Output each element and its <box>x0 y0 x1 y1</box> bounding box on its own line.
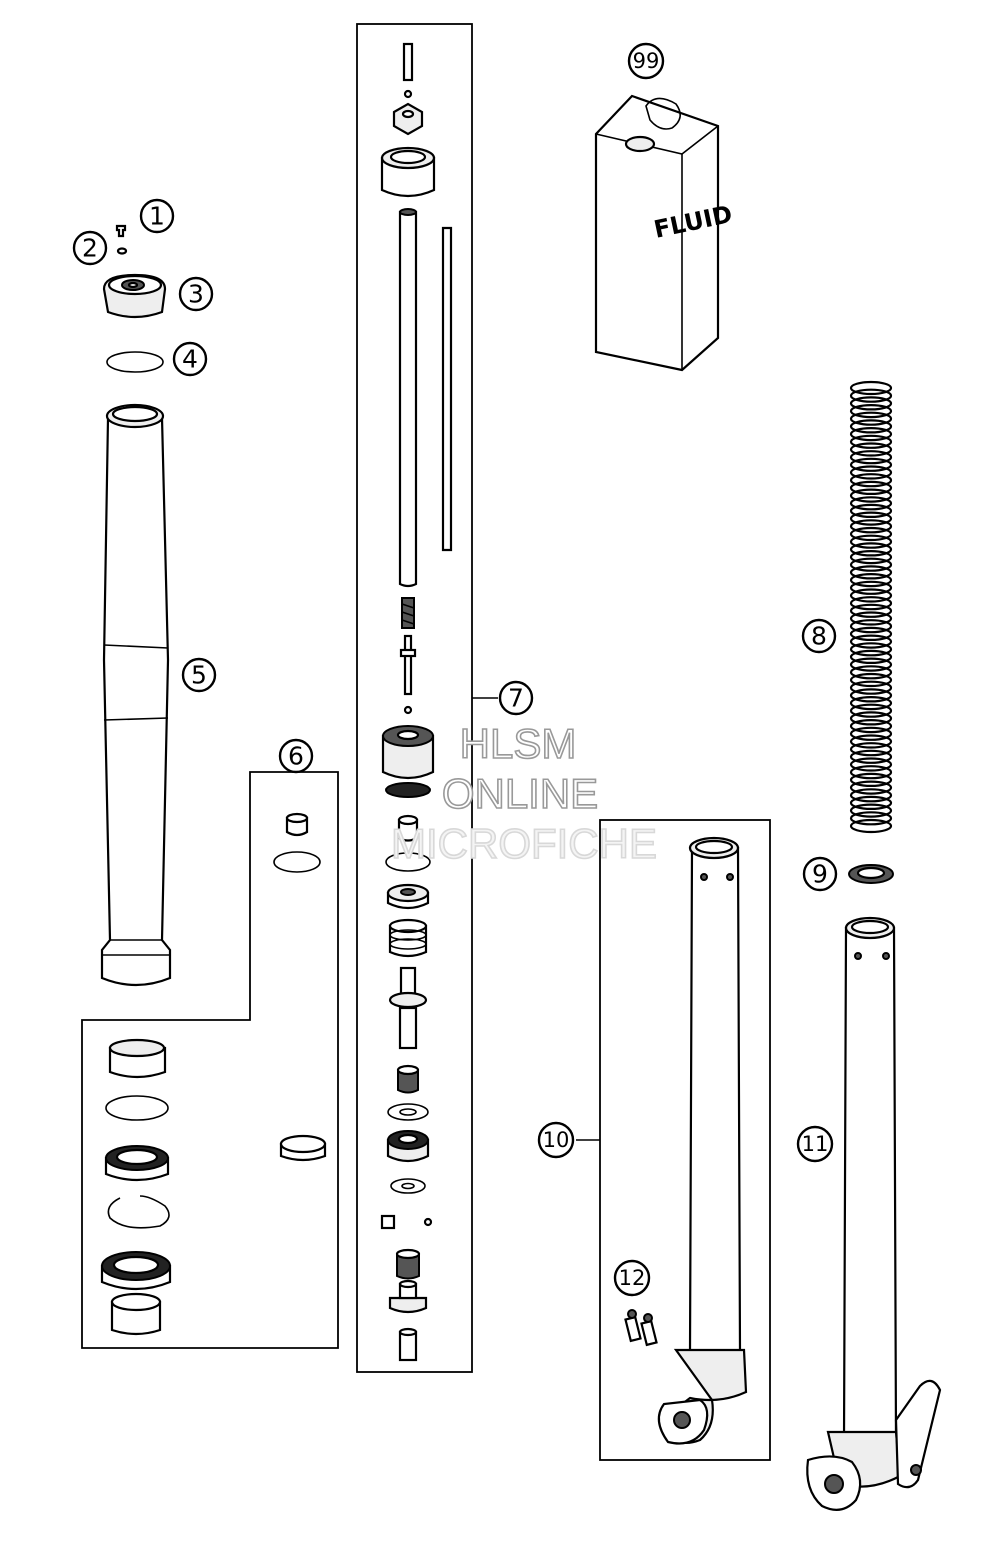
callout-4-label: 4 <box>182 345 198 374</box>
callout-12-label: 12 <box>619 1266 646 1290</box>
part-adjuster-needle <box>402 42 414 99</box>
part-screw <box>115 224 127 238</box>
callout-6-label: 6 <box>288 742 304 771</box>
callout-8: 8 <box>801 618 837 654</box>
part-spring-stack <box>388 918 428 958</box>
part-circlip <box>107 1195 170 1229</box>
callout-1-label: 1 <box>149 202 165 231</box>
callout-4: 4 <box>172 341 208 377</box>
part-bushing-upper <box>110 1292 162 1336</box>
part-bushing-ring <box>279 1134 327 1162</box>
part-small-bushing <box>380 1214 433 1230</box>
callout-5-label: 5 <box>191 661 207 690</box>
part-inner-tube-left <box>657 836 748 1445</box>
callout-3: 3 <box>178 276 214 312</box>
part-bushing-7 <box>397 814 419 842</box>
callout-8-label: 8 <box>811 622 827 651</box>
callout-6: 6 <box>278 738 314 774</box>
part-washer-7 <box>390 1178 426 1194</box>
watermark-line-3: MICROFICHE <box>391 820 657 867</box>
part-outer-tube <box>100 403 172 987</box>
part-compression-piston <box>381 725 435 798</box>
part-bottom-valve <box>388 1279 428 1314</box>
callout-99: 99 <box>627 42 665 80</box>
part-o-ring <box>106 351 164 373</box>
watermark: HLSM ONLINE MICROFICHE <box>390 719 658 868</box>
part-main-piston <box>386 1130 430 1163</box>
part-cap-housing <box>380 146 436 198</box>
part-seal-holder <box>386 883 430 910</box>
part-dust-seal <box>104 1145 170 1182</box>
part-rebound-valve <box>388 966 428 1050</box>
callout-3-label: 3 <box>188 280 204 309</box>
part-o-ring-7 <box>385 852 431 872</box>
callout-11-label: 11 <box>802 1132 829 1156</box>
callout-9: 9 <box>802 856 838 892</box>
part-washer-small <box>116 247 128 255</box>
callout-7-label: 7 <box>508 684 524 713</box>
part-clamp-screws <box>624 1309 658 1347</box>
part-oil-seal <box>100 1251 172 1291</box>
part-fork-spring <box>849 380 893 834</box>
part-screw-cap <box>102 273 167 319</box>
part-guide-bushing-small <box>285 812 309 837</box>
part-inner-tube-right <box>806 916 942 1511</box>
part-spring-retainer <box>848 864 894 884</box>
callout-10-label: 10 <box>543 1128 570 1152</box>
part-fluid-can: FLUID <box>594 94 735 372</box>
callout-5: 5 <box>181 657 217 693</box>
watermark-line-2: ONLINE <box>442 770 598 817</box>
callout-11: 11 <box>796 1125 834 1163</box>
part-shim-washer <box>387 1103 429 1121</box>
callout-9-label: 9 <box>812 860 828 889</box>
part-spring-medium <box>396 1064 420 1094</box>
callout-10: 10 <box>537 1121 575 1159</box>
part-spring-small <box>401 597 415 629</box>
callout-1: 1 <box>139 198 175 234</box>
callout-2: 2 <box>72 230 108 266</box>
part-washer-ring <box>105 1095 169 1121</box>
callout-2-label: 2 <box>82 234 98 263</box>
part-piston-rod <box>398 208 418 588</box>
frame-group-10 <box>576 819 771 1461</box>
part-nut <box>392 102 424 136</box>
part-spring-lower <box>395 1248 421 1280</box>
callout-7: 7 <box>498 680 534 716</box>
part-bottom-bolt <box>398 1327 418 1362</box>
callout-99-label: 99 <box>633 49 660 73</box>
part-o-ring-6 <box>273 851 321 873</box>
part-push-rod <box>441 226 453 552</box>
frame-group-7 <box>356 23 498 1373</box>
part-valve-stem <box>399 634 417 715</box>
part-bushing-lower <box>108 1038 167 1079</box>
watermark-line-1: HLSM <box>460 720 577 767</box>
callout-12: 12 <box>613 1259 651 1297</box>
